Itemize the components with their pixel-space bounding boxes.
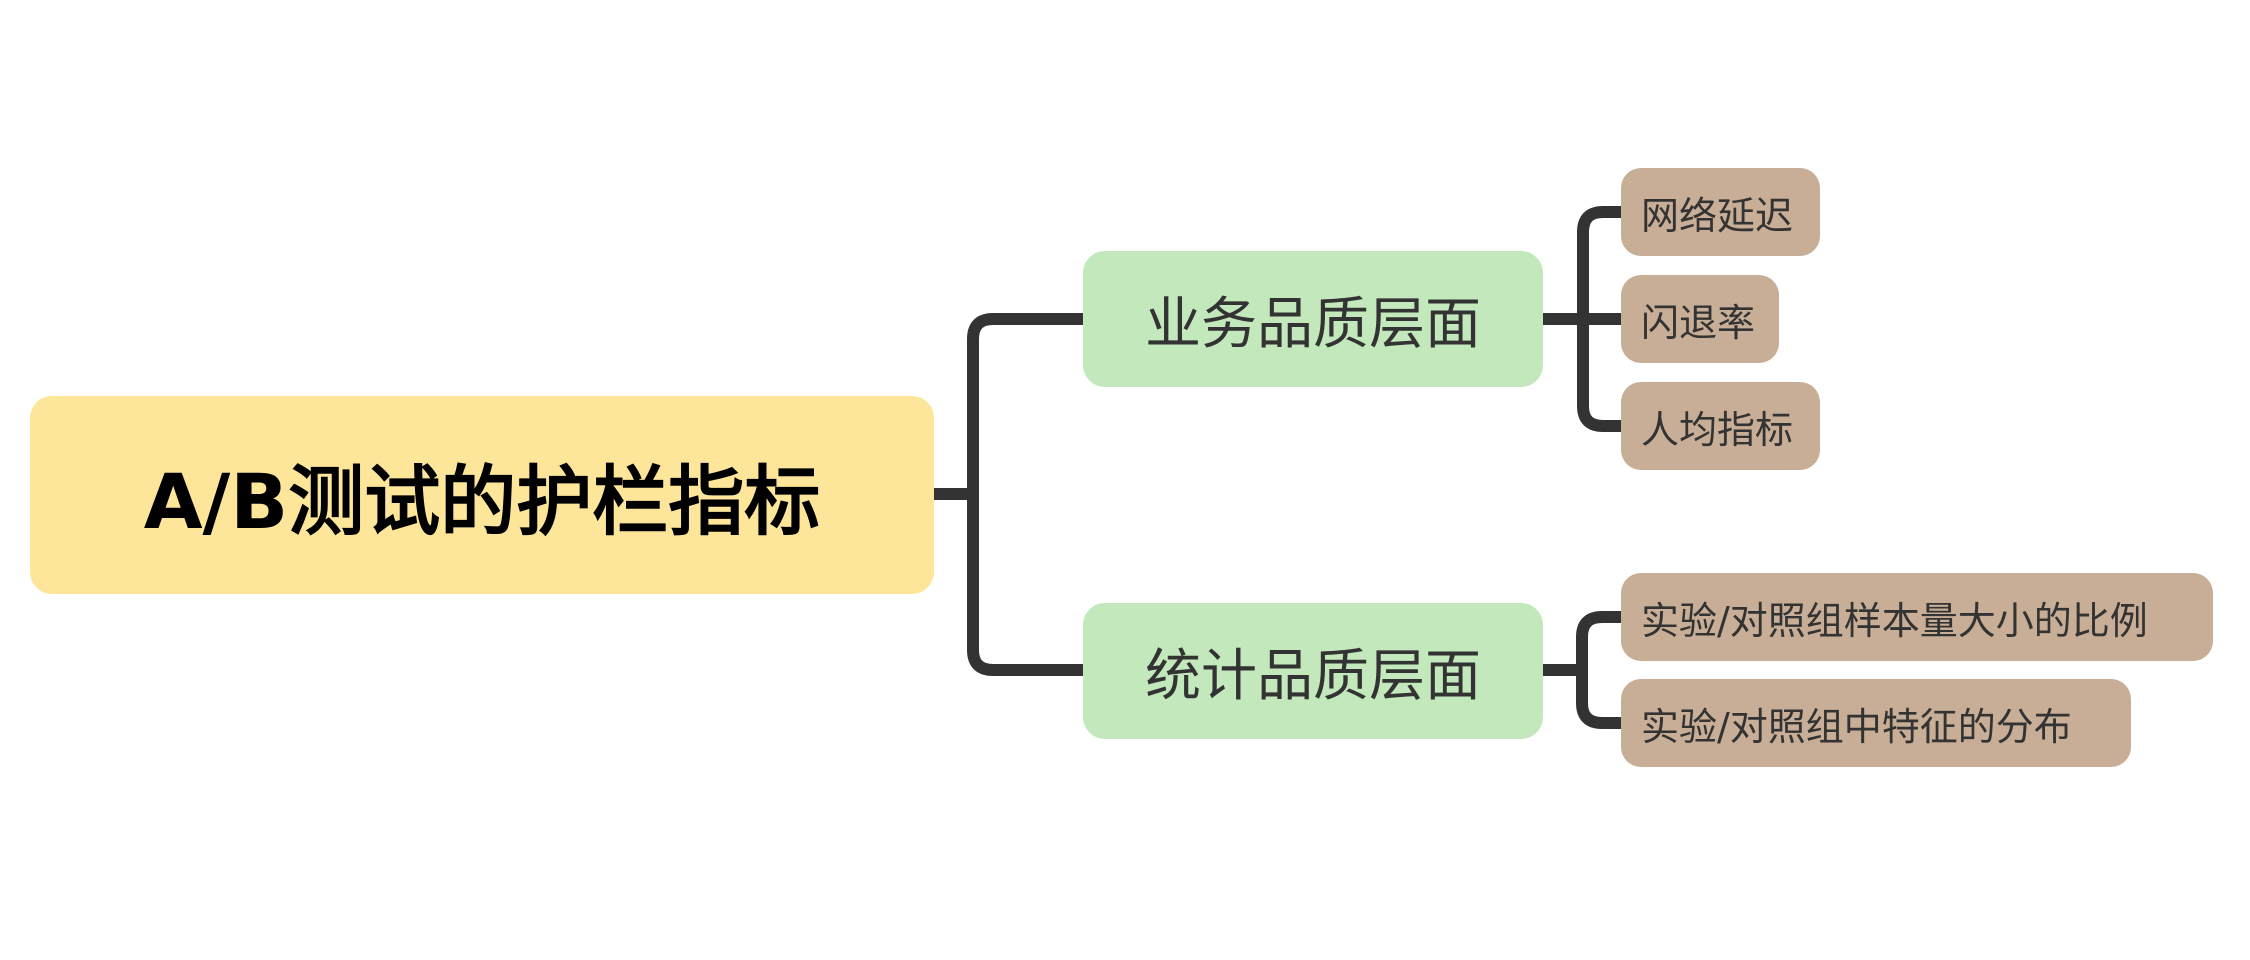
branch-node-label: 统计品质层面 bbox=[1145, 643, 1481, 709]
root-node[interactable]: A/B测试的护栏指标 bbox=[30, 396, 934, 594]
leaf-node-label: 实验/对照组样本量大小的比例 bbox=[1641, 598, 2148, 643]
leaf-node-label: 网络延迟 bbox=[1641, 193, 1794, 238]
root-node-label: A/B测试的护栏指标 bbox=[143, 457, 821, 546]
connector-branch-1-to-leaf-3 bbox=[1577, 319, 1621, 432]
branch-node-business-quality[interactable]: 业务品质层面 bbox=[1083, 251, 1543, 387]
leaf-node-per-user-metrics[interactable]: 人均指标 bbox=[1621, 382, 1820, 470]
connector-root-to-branch-2 bbox=[967, 494, 1083, 676]
leaf-node-feature-distribution[interactable]: 实验/对照组中特征的分布 bbox=[1621, 679, 2131, 767]
connector-branch-2-to-leaf-1 bbox=[1576, 611, 1621, 670]
leaf-node-network-latency[interactable]: 网络延迟 bbox=[1621, 168, 1820, 256]
connector-branch-2-to-leaf-2 bbox=[1576, 670, 1621, 729]
leaf-node-sample-size-ratio[interactable]: 实验/对照组样本量大小的比例 bbox=[1621, 573, 2213, 661]
connector-branch-1-to-leaf-1 bbox=[1577, 206, 1621, 319]
connector-root-to-branch-1 bbox=[967, 313, 1083, 494]
branch-node-label: 业务品质层面 bbox=[1145, 291, 1481, 357]
leaf-node-crash-rate[interactable]: 闪退率 bbox=[1621, 275, 1779, 363]
leaf-node-label: 人均指标 bbox=[1641, 407, 1794, 452]
leaf-node-label: 闪退率 bbox=[1641, 300, 1756, 345]
branch-node-statistical-quality[interactable]: 统计品质层面 bbox=[1083, 603, 1543, 739]
leaf-node-label: 实验/对照组中特征的分布 bbox=[1641, 704, 2072, 749]
